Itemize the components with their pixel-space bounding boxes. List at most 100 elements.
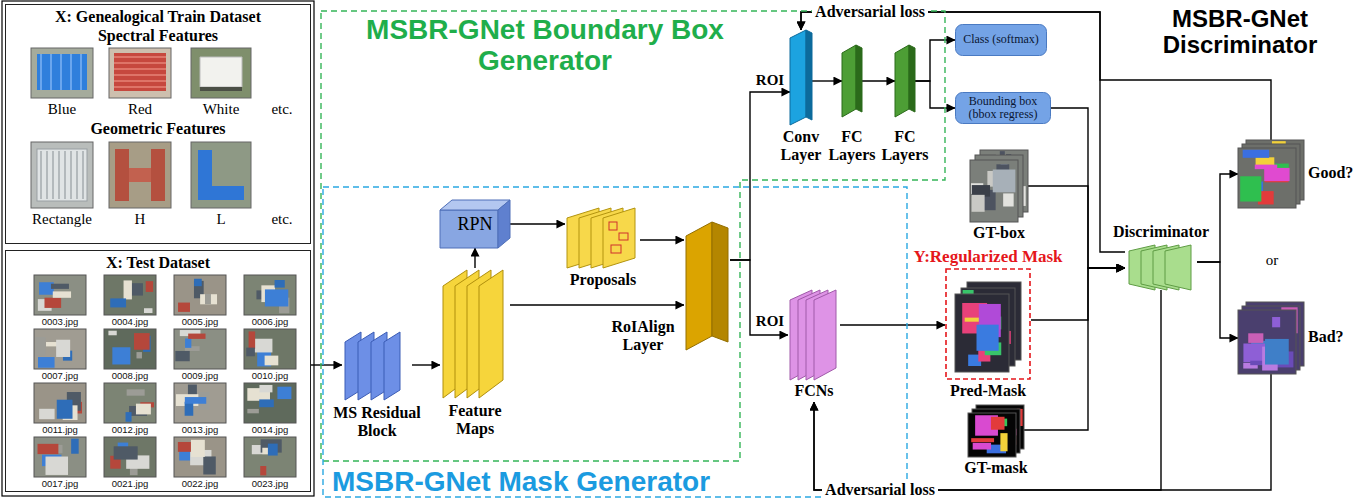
- roof-patch: [200, 294, 217, 304]
- layer-slab: [895, 45, 909, 117]
- image-stack-art: [1238, 302, 1304, 374]
- roof-patch: [175, 351, 189, 361]
- roof-patch: [1240, 176, 1261, 201]
- photo-frame: [968, 413, 1016, 457]
- roof-patch: [1000, 433, 1007, 451]
- layer-caption: FC Layers: [822, 128, 882, 165]
- photo-frame: [174, 275, 226, 315]
- layer-caption: Feature Maps: [430, 402, 520, 439]
- flow-arrow: [1024, 268, 1125, 430]
- verdict-text: Good?: [1308, 164, 1364, 182]
- file-name: 0014.jpg: [238, 425, 302, 435]
- photo-frame: [970, 160, 1018, 222]
- roof-patch: [194, 279, 202, 286]
- photo-frame: [1238, 148, 1296, 208]
- roialign-side: [712, 222, 728, 342]
- photo-frame: [104, 329, 156, 369]
- roof-patch: [1250, 361, 1263, 365]
- file-name: 0011.jpg: [28, 425, 92, 435]
- layer-slab-art: [790, 30, 812, 125]
- feature-plate: [479, 270, 503, 398]
- roof-ridge: [114, 56, 166, 58]
- file-name: 0013.jpg: [168, 425, 232, 435]
- image-stack-art: [945, 268, 1031, 380]
- region-title: MSBR-GNet Boundary Box Generator: [355, 14, 735, 77]
- image-caption: Blue: [27, 101, 97, 118]
- roof-patch: [39, 409, 54, 419]
- roof-patch: [247, 409, 259, 413]
- roof-patch: [38, 357, 55, 368]
- roof-ridge: [40, 151, 42, 199]
- layer-side: [806, 30, 812, 120]
- roof-patch: [973, 443, 991, 450]
- roof-patch: [246, 348, 255, 357]
- proposal-box: [609, 222, 617, 230]
- roof-patch: [124, 280, 132, 299]
- roi-tag: ROI: [753, 313, 787, 330]
- image-caption: Red: [105, 101, 175, 118]
- roof-patch: [114, 446, 138, 459]
- roof-patch: [977, 325, 999, 351]
- h-wing: [115, 149, 129, 201]
- roof-patch: [146, 281, 153, 292]
- file-name: 0006.jpg: [238, 317, 302, 327]
- roof-patch: [136, 404, 151, 415]
- image-stack-art: [970, 150, 1028, 222]
- image-caption: etc.: [262, 101, 302, 118]
- file-name: 0005.jpg: [168, 317, 232, 327]
- roof-patch: [134, 333, 150, 350]
- layer-slab: FC Layers: [842, 45, 862, 117]
- section-heading: Spectral Features: [6, 27, 310, 45]
- discriminator-plate: [1165, 245, 1191, 290]
- flow-arrow: [814, 290, 1161, 490]
- image-caption: L: [201, 211, 241, 228]
- layer-stack: FCNs: [788, 290, 840, 402]
- layer-stack-art: [440, 268, 510, 400]
- layer-stack-art: [342, 330, 412, 402]
- photo-frame: [31, 142, 93, 208]
- flow-arrow: [510, 223, 565, 224]
- roof-patch: [277, 387, 291, 399]
- roof-ridge: [76, 151, 78, 199]
- file-name: 0007.jpg: [28, 371, 92, 381]
- flow-arrow: [510, 304, 684, 305]
- photo-frame: [104, 275, 156, 315]
- roof-patch: [972, 195, 985, 212]
- layer-slab-art: [842, 45, 862, 117]
- image-stack: GT-box: [970, 150, 1028, 222]
- roof-patch: [110, 298, 126, 307]
- flow-arrow: [812, 80, 842, 81]
- roof-patch: [71, 439, 79, 454]
- roof-ridge: [114, 68, 166, 70]
- image-caption: Rectangle: [22, 211, 102, 228]
- roof-ridge: [114, 74, 166, 76]
- roof-ridge: [46, 151, 48, 199]
- roof-patch: [268, 444, 278, 456]
- photo-frame: [34, 383, 86, 423]
- roof-patch: [185, 397, 206, 404]
- file-name: 0008.jpg: [98, 371, 162, 381]
- photo-frame: [104, 383, 156, 423]
- connector-word: or: [1260, 252, 1284, 269]
- section-heading: Geometric Features: [6, 120, 310, 138]
- photo-frame: [244, 329, 296, 369]
- flow-arrow: [1197, 174, 1238, 262]
- input-frame: [2, 1, 314, 496]
- flow-arrow: [801, 12, 1125, 252]
- file-name: 0012.jpg: [98, 425, 162, 435]
- roof-patch: [265, 356, 279, 366]
- file-name: 0003.jpg: [28, 317, 92, 327]
- discriminator-stack: Discriminator: [1125, 245, 1197, 290]
- photo-frame: [109, 142, 171, 208]
- roof-ridge: [58, 151, 60, 199]
- flow-arrow: [840, 324, 945, 325]
- flow-arrow: [474, 248, 475, 268]
- roof-ridge: [50, 54, 52, 90]
- image-caption: GT-mask: [946, 459, 1046, 477]
- photo-frame: [244, 437, 296, 477]
- layer-slab: [790, 30, 806, 125]
- photo-frame: [191, 48, 251, 98]
- long-roof: [37, 149, 87, 201]
- flow-arrow: [915, 40, 955, 81]
- layer-side: [856, 45, 862, 112]
